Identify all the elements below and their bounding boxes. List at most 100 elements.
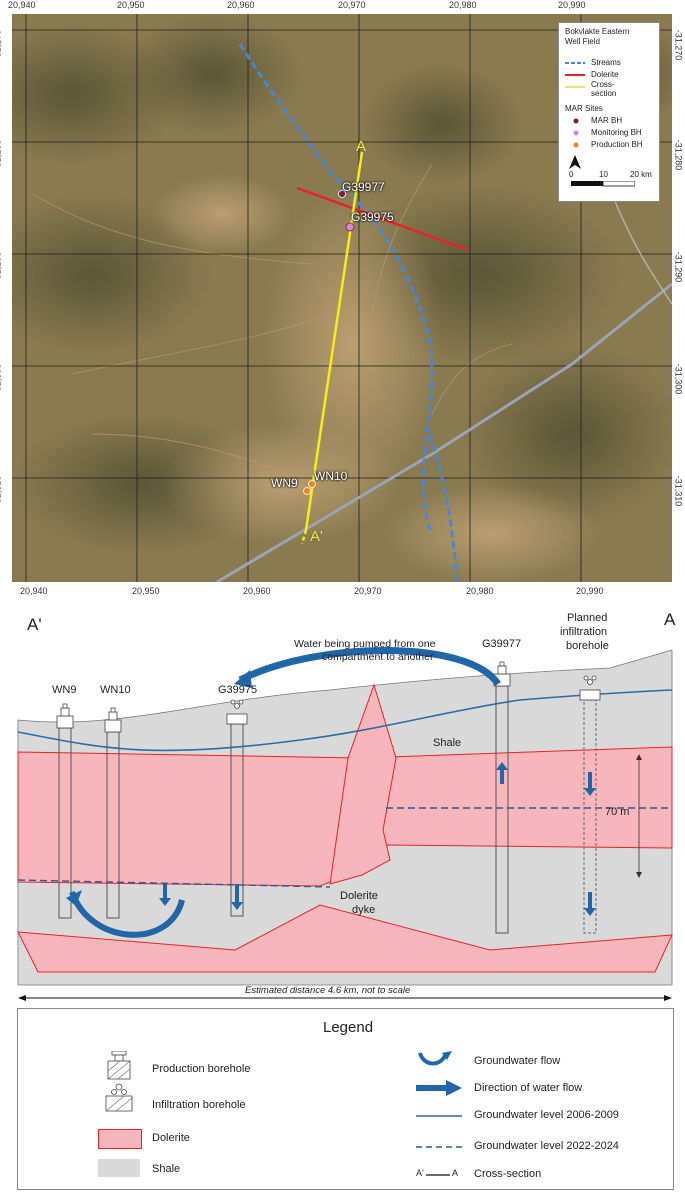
scale-label: 20 km [630,170,652,179]
y-tick-label: -31,310 [0,475,3,507]
x-tick-label: 20,990 [558,0,586,10]
y-tick-label: -31,270 [0,29,3,61]
y-tick-label: -31,270 [673,29,684,61]
stream [428,433,459,582]
groundwater-flow-arrowhead [66,890,82,906]
legend-cross-section-label: Cross- [591,80,615,89]
well-label-wn10: WN10 [314,469,348,483]
dyke-label: dyke [352,904,376,916]
dimension-arrowhead [636,872,642,878]
legend-dolerite-label: Dolerite [591,70,619,79]
legend-title: Bokvlakte Eastern [565,27,630,36]
planned-borehole-label: infiltration [560,626,608,638]
well-label-g39977: G39977 [342,180,385,194]
legend-cross-section-label: section [591,89,617,98]
production-borehole-icon [107,1051,131,1080]
planned-borehole-label: Planned [567,612,608,624]
x-tick-label: 20,970 [338,0,366,10]
distance-arrowhead [18,995,26,1001]
well-label-wn10: WN10 [100,684,131,696]
x-tick-label: 20,990 [576,586,604,596]
scale-label: 10 [599,170,608,179]
dolerite-swatch [98,1129,142,1149]
production-bh-marker[interactable] [308,480,316,488]
mar-bh-marker[interactable] [338,190,346,198]
y-tick-label: -31,290 [0,251,3,283]
legend-cross-section-a-prime: A' [416,1168,424,1178]
pumping-note: Water being pumped from one [294,638,436,650]
planned-borehole-label: borehole [566,640,609,652]
infiltration-wellhead-icon [226,699,248,725]
legend-dolerite-label: Dolerite [152,1132,190,1144]
production-wellhead-icon [56,703,74,729]
dolerite-lower [17,904,673,973]
legend-cross-section-a: A [452,1168,459,1178]
x-tick-label: 20,980 [466,586,494,596]
well-label-wn9: WN9 [271,476,298,490]
drainage-channels [31,163,513,485]
cross-section-panel: A' A WN9 WN10 G39975 G39977 Planned infi… [0,600,685,1005]
mar-bh-symbol [573,118,579,124]
legend-title: Well Field [565,37,600,46]
y-tick-label: -31,300 [673,363,684,395]
section-end-a-prime: A' [27,615,42,634]
well-label-g39975: G39975 [218,684,258,696]
infiltration-wellhead-icon [579,675,601,701]
shale-label: Shale [433,737,462,749]
map-legend: Bokvlakte Eastern Well Field Streams Dol… [558,22,660,202]
legend-production-bh-label: Production BH [591,140,643,149]
legend-production-borehole-label: Production borehole [152,1063,251,1075]
monitoring-bh-symbol [573,130,579,136]
legend-gw-level-2006-2009-label: Groundwater level 2006-2009 [474,1109,619,1121]
pumping-arc [238,647,501,687]
monitoring-bh-marker[interactable] [345,222,355,232]
well-label-g39975: G39975 [351,210,394,224]
section-end-a: A [664,610,676,629]
legend-cross-section-label: Cross-section [474,1168,542,1180]
x-tick-label: 20,960 [243,586,271,596]
x-tick-label: 20,950 [117,0,145,10]
groundwater-flow-arc [69,890,185,938]
thickness-label: 70 m [605,806,630,818]
legend-groundwater-flow-label: Groundwater flow [474,1055,561,1067]
well-label-wn9: WN9 [52,684,77,696]
cross-section-line-end [300,529,308,545]
shale-swatch [98,1159,140,1177]
gw-level-old-symbol [416,1115,462,1117]
legend-sites-heading: MAR Sites [565,104,603,113]
track [611,193,672,305]
scale-label: 0 [569,170,574,179]
cross-section-line [304,151,364,531]
y-tick-label: -31,280 [0,139,3,171]
cross-section-symbol [565,86,585,88]
x-tick-label: 20,960 [227,0,255,10]
distance-arrowhead [664,995,672,1001]
dolerite-dyke-line [296,186,469,252]
x-tick-label: 20,950 [132,586,160,596]
x-tick-label: 20,970 [354,586,382,596]
dyke-label: Dolerite [340,890,378,902]
legend-infiltration-borehole-label: Infiltration borehole [152,1099,246,1111]
section-label-a-prime: A' [310,528,323,545]
dolerite-symbol [565,74,585,76]
gw-level-new-symbol [416,1146,462,1148]
y-tick-label: -31,310 [673,475,684,507]
road [216,282,672,582]
y-tick-label: -31,290 [673,251,684,283]
map-panel: 20,940 20,950 20,960 20,970 20,980 20,99… [0,0,684,596]
groundwater-level-2022-2024 [17,879,331,888]
distance-note: Estimated distance 4.6 km, not to scale [245,985,411,996]
north-arrow-icon [569,155,581,169]
section-label-a: A [356,138,367,155]
legend-title: Legend [323,1019,374,1036]
stream [238,43,434,535]
pumping-note: compartment to another [322,651,434,663]
dimension-arrowhead [636,754,642,760]
production-bh-marker[interactable] [303,487,311,495]
pumping-arrowhead [234,670,252,688]
terrain-light-patches [152,174,602,582]
streams-symbol [565,62,585,64]
x-tick-label: 20,940 [20,586,48,596]
x-tick-label: 20,980 [449,0,477,10]
legend-panel: Legend Production borehole Infiltration … [17,1008,674,1190]
